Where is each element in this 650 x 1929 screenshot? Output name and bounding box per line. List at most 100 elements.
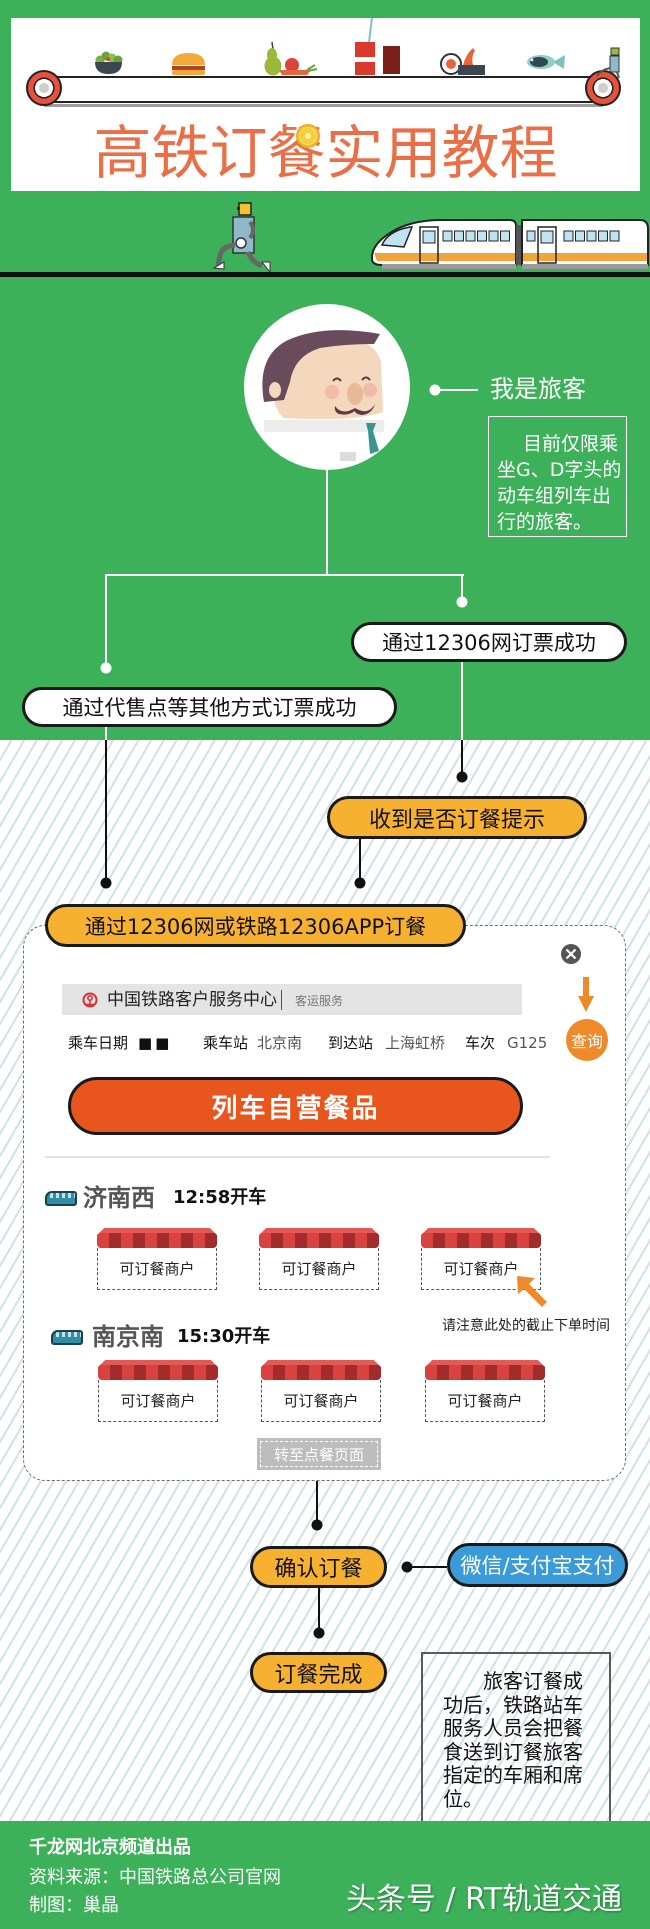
step-order-via-12306: 通过12306网或铁路12306APP订餐 <box>45 904 466 947</box>
sushi-icon <box>440 48 485 75</box>
delivery-note-box: 旅客订餐成 功后，铁路站车 服务人员会把餐 食送到订餐旅客 指定的车厢和席 位。 <box>421 1652 611 1832</box>
arrow-down-head-icon <box>578 996 594 1012</box>
pointer-arrow-icon <box>517 1276 547 1307</box>
flow-line <box>105 740 107 883</box>
conveyor-roller-left-icon <box>26 70 62 106</box>
vendor-card[interactable]: 可订餐商户 <box>97 1228 217 1290</box>
vendor-card[interactable]: 可订餐商户 <box>259 1228 379 1290</box>
high-speed-train-icon <box>370 219 649 269</box>
train-number-label: 车次 <box>465 1034 496 1052</box>
traveler-label-connector <box>435 389 478 391</box>
note-line: 目前仅限乘 <box>523 433 619 455</box>
departure-time: 12:58开车 <box>173 1187 267 1208</box>
note-line: 食送到订餐旅客 <box>443 1739 583 1764</box>
close-icon[interactable] <box>561 944 581 964</box>
fish-icon <box>527 55 565 69</box>
vendor-label: 可订餐商户 <box>283 1392 359 1410</box>
divider <box>45 1156 550 1158</box>
footer-producer: 千龙网北京频道出品 <box>29 1837 191 1858</box>
step-order-done: 订餐完成 <box>250 1652 387 1693</box>
awning-icon <box>259 1228 379 1248</box>
vendor-box: 可订餐商户 <box>98 1380 218 1422</box>
vendor-box: 可订餐商户 <box>425 1380 545 1422</box>
note-line: 位。 <box>443 1786 483 1811</box>
vendor-label: 可订餐商户 <box>447 1392 523 1410</box>
booking-app-panel <box>23 925 626 1481</box>
step-payment: 微信/支付宝支付 <box>447 1543 628 1587</box>
footer <box>0 1821 650 1929</box>
vendor-label: 可订餐商户 <box>443 1260 519 1278</box>
date-field[interactable]: ■■ <box>138 1034 173 1052</box>
conveyor-belt-shadow <box>44 104 603 107</box>
site-title: 中国铁路客户服务中心 <box>107 990 277 1010</box>
traveler-note-box: 目前仅限乘 坐G、D字头的 动车组列车出 行的旅客。 <box>488 416 627 537</box>
traveler-label: 我是旅客 <box>490 375 586 403</box>
vendor-box: 可订餐商户 <box>97 1248 217 1290</box>
flow-line <box>359 839 361 883</box>
from-station-label: 乘车站 <box>203 1034 249 1052</box>
flow-dot <box>100 662 112 674</box>
flow-line <box>461 740 463 777</box>
goto-order-page-label: 转至点餐页面 <box>260 1441 378 1467</box>
train-catering-button[interactable]: 列车自营餐品 <box>68 1077 523 1135</box>
flow-dot <box>313 1627 325 1639</box>
robot-small-icon <box>596 47 620 79</box>
flow-line <box>318 1588 320 1633</box>
flow-line <box>105 727 107 740</box>
vendor-card[interactable]: 可订餐商户 <box>425 1360 545 1422</box>
train-icon <box>45 1191 77 1206</box>
lemon-icon <box>296 124 320 148</box>
soda-cup-icon <box>355 18 375 75</box>
step-confirm-order: 确认订餐 <box>250 1546 387 1588</box>
flow-dot <box>456 771 468 783</box>
vendor-label: 可订餐商户 <box>120 1392 196 1410</box>
vendor-card[interactable]: 可订餐商户 <box>261 1360 381 1422</box>
vendor-card[interactable]: 可订餐商户 <box>421 1228 541 1290</box>
flow-dot <box>401 1561 413 1573</box>
salad-bowl-icon <box>95 51 123 74</box>
vendor-card[interactable]: 可订餐商户 <box>98 1360 218 1422</box>
from-station-field[interactable]: 北京南 <box>257 1034 303 1052</box>
flow-dot <box>100 877 112 889</box>
food-icons <box>95 18 620 79</box>
flow-line <box>407 1566 447 1568</box>
deadline-hint: 请注意此处的截止下单时间 <box>442 1318 610 1334</box>
vendor-label: 可订餐商户 <box>281 1260 357 1278</box>
awning-icon <box>425 1360 545 1380</box>
flow-line <box>105 574 107 668</box>
departure-time: 15:30开车 <box>177 1326 271 1347</box>
footer-designer: 制图：巢晶 <box>29 1895 119 1916</box>
flow-dot <box>456 596 468 608</box>
query-button[interactable]: 查询 <box>566 1019 608 1061</box>
train-number-field[interactable]: G125 <box>507 1034 548 1052</box>
connector-dot <box>429 384 441 396</box>
note-line: 服务人员会把餐 <box>443 1716 583 1740</box>
site-header-bar <box>62 984 522 1015</box>
separator <box>281 990 282 1010</box>
note-line: 指定的车厢和席 <box>443 1763 583 1787</box>
step-booking-other: 通过代售点等其他方式订票成功 <box>22 687 397 727</box>
vendor-box: 可订餐商户 <box>261 1380 381 1422</box>
step-booking-12306: 通过12306网订票成功 <box>351 622 627 662</box>
station-name: 南京南 <box>92 1323 164 1351</box>
rail-track <box>0 272 650 277</box>
conveyor-belt <box>44 76 603 103</box>
flow-dot <box>354 877 366 889</box>
vendor-box: 可订餐商户 <box>259 1248 379 1290</box>
note-line: 动车组列车出 <box>497 485 612 507</box>
vendor-box: 可订餐商户 <box>421 1248 541 1290</box>
site-section-link[interactable]: 客运服务 <box>295 994 344 1008</box>
to-station-label: 到达站 <box>328 1034 374 1052</box>
cola-glass-icon <box>383 46 400 74</box>
awning-icon <box>261 1360 381 1380</box>
vendor-label: 可订餐商户 <box>119 1260 195 1278</box>
header-banner <box>11 18 640 191</box>
to-station-field[interactable]: 上海虹桥 <box>385 1034 446 1052</box>
running-robot-icon <box>212 202 271 274</box>
footer-source: 资料来源：中国铁路总公司官网 <box>29 1867 281 1888</box>
note-line: 坐G、D字头的 <box>497 459 622 481</box>
flow-line <box>326 469 328 576</box>
burger-icon <box>172 53 205 75</box>
awning-icon <box>97 1228 217 1248</box>
goto-order-page-button[interactable]: 转至点餐页面 <box>257 1438 381 1470</box>
